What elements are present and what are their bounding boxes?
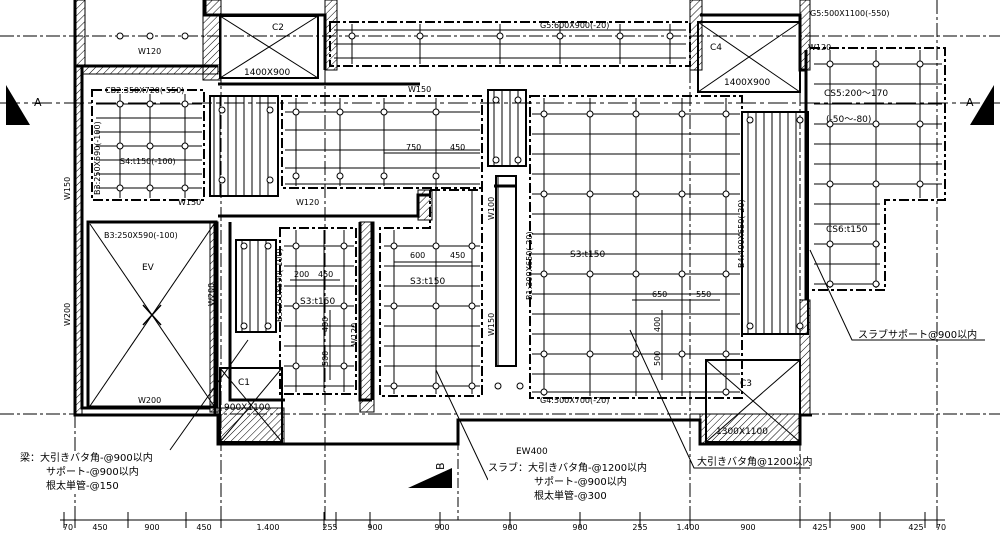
bottom-dimension-value: 900 bbox=[572, 523, 587, 532]
beam-b1: B1:300X650(-20) bbox=[525, 231, 534, 300]
wall-w120-c: W120 bbox=[808, 43, 831, 52]
wall-w120-b: W120 bbox=[296, 198, 319, 207]
bottom-dimension-value: 255 bbox=[632, 523, 647, 532]
bottom-dimension-value: 900 bbox=[144, 523, 159, 532]
beam-note-line2: サポート-@900以内 bbox=[46, 467, 139, 478]
slab-s3-left: S3:t150 bbox=[410, 277, 445, 287]
bottom-dimension-labels: 70 450 900 450 1.400 255 900 900 900 900 255 1.400 9… bbox=[63, 512, 946, 532]
bottom-dimension-value: 450 bbox=[196, 523, 211, 532]
slab-s3-big: S3:t150 bbox=[570, 250, 605, 260]
dim-750: 750 bbox=[406, 143, 421, 152]
ev-shaft bbox=[89, 223, 215, 407]
wall-w200-b: W200 bbox=[207, 283, 216, 306]
dim-450-c: 450 bbox=[318, 270, 333, 279]
dim-650: 650 bbox=[652, 290, 667, 299]
inner-dimension-lines bbox=[290, 152, 720, 380]
dim-200: 200 bbox=[294, 270, 309, 279]
slab-s4: S4:t150(-100) bbox=[120, 157, 176, 166]
beam-g4: G4:500X700(-20) bbox=[540, 396, 609, 405]
section-mark-a-left: A bbox=[34, 96, 42, 109]
bottom-dimension-value: 425 bbox=[908, 523, 923, 532]
bottom-dimension-value: 900 bbox=[434, 523, 449, 532]
dim-500-a: 500 bbox=[321, 351, 330, 366]
beam-note-title: 梁：大引きバタ角-@900以内 bbox=[20, 453, 153, 464]
ohbiki-note: 大引きバタ角@1200以内 bbox=[697, 455, 812, 468]
opening-c2-label: C2 bbox=[272, 23, 284, 33]
bottom-dimension-value: 900 bbox=[740, 523, 755, 532]
support-posts bbox=[116, 32, 924, 396]
beam-note-box: 梁：大引きバタ角-@900以内 サポート-@900以内 根太単管-@150 bbox=[20, 452, 180, 494]
bottom-dimension-value: 255 bbox=[322, 523, 337, 532]
slab-note-line2: サポート-@900以内 bbox=[534, 477, 627, 488]
slab-note-line3: 根太単管-@300 bbox=[534, 491, 607, 502]
hatched-walls bbox=[74, 0, 811, 445]
dim-550: 550 bbox=[696, 290, 711, 299]
slab-s3-small: S3:t150 bbox=[300, 297, 335, 307]
slab-note-box: スラブ：大引きバタ角-@1200以内 サポート-@900以内 根太単管-@300 bbox=[488, 462, 668, 504]
beam-b-small: B3:250X590(-100) bbox=[275, 248, 284, 322]
opening-c1-label: C1 bbox=[238, 378, 250, 388]
wall-w150-d: W150 bbox=[487, 313, 496, 336]
slab-cs5: CS5:200～170 bbox=[824, 89, 888, 99]
bottom-dimension-value: 70 bbox=[936, 523, 946, 532]
bottom-dimension-value: 70 bbox=[63, 523, 73, 532]
bottom-dimension-value: 900 bbox=[850, 523, 865, 532]
beam-cb-top: CB2:350X720(-550) bbox=[105, 86, 184, 95]
wall-w200-c: W200 bbox=[138, 396, 161, 405]
wall-w100: W100 bbox=[487, 197, 496, 220]
dim-450-b: 450 bbox=[450, 251, 465, 260]
opening-c2-size: 1400X900 bbox=[244, 68, 291, 78]
slab-note-title: スラブ：大引きバタ角-@1200以内 bbox=[488, 463, 648, 474]
beam-note-line3: 根太単管-@150 bbox=[46, 481, 119, 492]
wall-ew400: EW400 bbox=[516, 447, 548, 457]
beam-b-right: B4:400X650(-20) bbox=[737, 199, 746, 268]
wall-w200-a: W200 bbox=[63, 303, 72, 326]
beam-b3-left: B3:250X590(-100) bbox=[93, 121, 102, 195]
bottom-dimension-value: 900 bbox=[502, 523, 517, 532]
bottom-dimension-value: 1.400 bbox=[677, 523, 700, 532]
wall-w150-a: W150 bbox=[408, 85, 431, 94]
bottom-dimension-value: 1.400 bbox=[257, 523, 280, 532]
beam-b3-ev: B3:250X590(-100) bbox=[104, 231, 178, 240]
wall-w120-a: W120 bbox=[138, 47, 161, 56]
ev-label: EV bbox=[142, 263, 155, 273]
bottom-dimension-value: 450 bbox=[92, 523, 107, 532]
slab-cs5-sub: (-50～-80) bbox=[826, 115, 871, 125]
wall-w150-b: W150 bbox=[178, 198, 201, 207]
beam-g5-top: G5:500X1100(-550) bbox=[810, 9, 890, 18]
dim-500-b: 500 bbox=[653, 351, 662, 366]
openings bbox=[219, 15, 801, 443]
opening-c3-label: C3 bbox=[740, 379, 752, 389]
slab-cs6: CS6:t150 bbox=[826, 225, 868, 235]
opening-c4-label: C4 bbox=[710, 43, 722, 53]
beam-g-top-mid: G5:600X900(-20) bbox=[540, 21, 609, 30]
dim-400-b: 400 bbox=[653, 317, 662, 332]
bottom-dimension-value: 425 bbox=[812, 523, 827, 532]
leader-lines bbox=[169, 249, 985, 481]
section-line-a bbox=[0, 85, 1000, 125]
section-mark-b: B bbox=[434, 462, 447, 470]
grid-lines bbox=[0, 0, 1000, 520]
bottom-dimension-value: 900 bbox=[367, 523, 382, 532]
dim-400-a: 400 bbox=[321, 317, 330, 332]
opening-c1-size: 900X1100 bbox=[224, 403, 271, 413]
opening-c4-size: 1400X900 bbox=[724, 78, 771, 88]
wall-w120-d: W120 bbox=[350, 323, 359, 346]
beam-forms bbox=[209, 89, 809, 367]
slab-support-note: スラブサポート@900以内 bbox=[858, 328, 977, 341]
dim-600: 600 bbox=[410, 251, 425, 260]
section-mark-b-arrow bbox=[408, 440, 459, 520]
wall-w150-c: W150 bbox=[63, 177, 72, 200]
dim-450-a: 450 bbox=[450, 143, 465, 152]
beam-form-ribs bbox=[213, 90, 797, 334]
section-mark-a-right: A bbox=[966, 96, 974, 109]
opening-c3-size: 1300X1100 bbox=[716, 427, 768, 437]
